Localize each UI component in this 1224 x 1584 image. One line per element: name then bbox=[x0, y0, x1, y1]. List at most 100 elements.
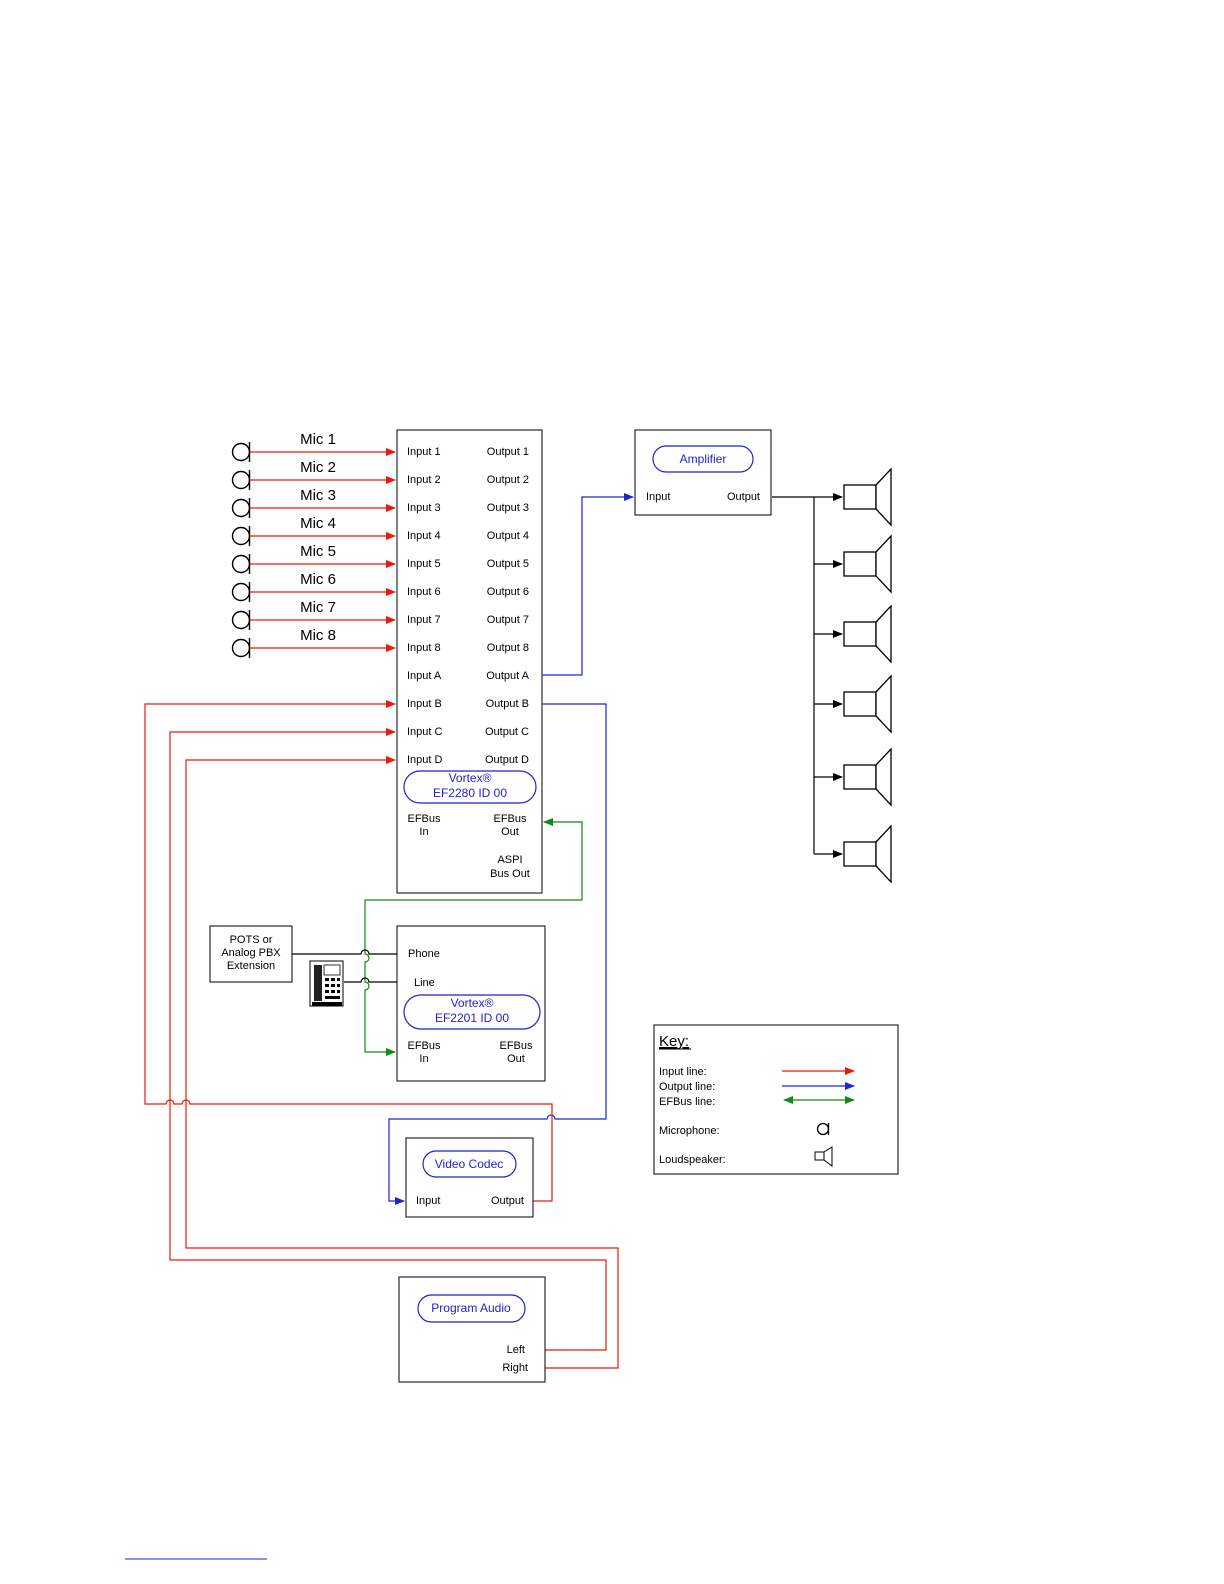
ef2280-input-label: Input 1 bbox=[407, 446, 441, 458]
key-microphone-label: Microphone: bbox=[659, 1125, 720, 1137]
mic-label: Mic 4 bbox=[300, 515, 336, 532]
ef2280-name-line1: Vortex® bbox=[449, 771, 492, 785]
video-codec-name: Video Codec bbox=[435, 1157, 504, 1171]
loudspeaker-icon bbox=[843, 747, 892, 807]
ef2280-input-label: Input 4 bbox=[407, 530, 441, 542]
ef2280-input-label: Input 5 bbox=[407, 558, 441, 570]
video-codec-output-label: Output bbox=[491, 1195, 524, 1207]
mic-label: Mic 3 bbox=[300, 487, 336, 504]
video-codec-output-to-input-b-line bbox=[144, 700, 553, 1202]
key-input-line-label: Input line: bbox=[659, 1066, 707, 1078]
mic-label: Mic 5 bbox=[300, 543, 336, 560]
pots-to-phone-line bbox=[292, 949, 397, 955]
amplifier-input-label: Input bbox=[646, 491, 670, 503]
ef2280-output-label: Output A bbox=[486, 670, 529, 682]
ef2280-efbus-out-label: EFBus bbox=[493, 813, 527, 825]
key-microphone-icon bbox=[816, 1122, 830, 1136]
pots-label-3: Extension bbox=[227, 960, 275, 972]
loudspeaker-icon bbox=[843, 467, 892, 527]
program-audio-name: Program Audio bbox=[431, 1301, 511, 1315]
video-codec-input-label: Input bbox=[416, 1195, 440, 1207]
microphone-icon bbox=[231, 554, 251, 574]
amplifier-name: Amplifier bbox=[680, 452, 727, 466]
mic-label: Mic 6 bbox=[300, 571, 336, 588]
program-left-to-input-c-line bbox=[169, 728, 607, 1351]
pots-label-2: Analog PBX bbox=[221, 947, 281, 959]
ef2280-aspi-label2: Bus Out bbox=[490, 868, 530, 880]
microphone-icon bbox=[231, 638, 251, 658]
ef2201-efbus-in-label2: In bbox=[419, 1053, 428, 1065]
microphone-icon bbox=[231, 526, 251, 546]
ef2280-output-label: Output 4 bbox=[487, 530, 529, 542]
ef2201-efbus-out-label: EFBus bbox=[499, 1040, 533, 1052]
key-efbus-line-label: EFBus line: bbox=[659, 1096, 715, 1108]
ef2201-name-line1: Vortex® bbox=[451, 996, 494, 1010]
microphone-icon bbox=[231, 442, 251, 462]
ef2201-efbus-in-label: EFBus bbox=[407, 1040, 441, 1052]
key-loudspeaker-icon bbox=[814, 1146, 833, 1167]
ef2201-phone-label: Phone bbox=[408, 948, 440, 960]
ef2280-input-label: Input B bbox=[407, 698, 442, 710]
ef2280-name-line2: EF2280 ID 00 bbox=[433, 786, 507, 800]
ef2280-output-label: Output 7 bbox=[487, 614, 529, 626]
program-audio-right-label: Right bbox=[502, 1362, 528, 1374]
program-audio-left-label: Left bbox=[507, 1344, 525, 1356]
ef2280-output-label: Output 3 bbox=[487, 502, 529, 514]
program-right-to-input-d-line bbox=[185, 756, 619, 1369]
ef2201-line-label: Line bbox=[414, 977, 435, 989]
ef2280-output-label: Output 6 bbox=[487, 586, 529, 598]
ef2280-output-label: Output 1 bbox=[487, 446, 529, 458]
telephone-icon bbox=[309, 960, 344, 1007]
loudspeaker-icon bbox=[843, 824, 892, 884]
amplifier-output-label: Output bbox=[727, 491, 760, 503]
ef2280-input-label: Input D bbox=[407, 754, 443, 766]
ef2280-aspi-label: ASPI bbox=[497, 854, 522, 866]
mic-label: Mic 1 bbox=[300, 431, 336, 448]
ef2280-output-label: Output B bbox=[486, 698, 529, 710]
ef2280-input-label: Input 3 bbox=[407, 502, 441, 514]
vortex-ef2201-box: Phone Line Vortex® EF2201 ID 00 EFBus In… bbox=[396, 925, 546, 1082]
key-loudspeaker-label: Loudspeaker: bbox=[659, 1154, 726, 1166]
vortex-ef2280-box: Input 1 Input 2 Input 3 Input 4 Input 5 Input… bbox=[396, 429, 543, 894]
efbus-line bbox=[364, 818, 583, 1056]
microphone-icon bbox=[231, 582, 251, 602]
telephone-to-line-line bbox=[344, 977, 397, 983]
microphone-group: Mic 1 Mic 2 Mic 3 Mic 4 Mic 5 Mic 6 Mic 7 Mic 8 bbox=[231, 431, 396, 658]
ef2280-efbus-in-label: EFBus bbox=[407, 813, 441, 825]
ef2280-input-label: Input 6 bbox=[407, 586, 441, 598]
mic-label: Mic 8 bbox=[300, 627, 336, 644]
ef2280-output-label: Output C bbox=[485, 726, 529, 738]
ef2280-efbus-in-label2: In bbox=[419, 826, 428, 838]
ef2280-efbus-out-label2: Out bbox=[501, 826, 519, 838]
mic-label: Mic 7 bbox=[300, 599, 336, 616]
ef2201-name-line2: EF2201 ID 00 bbox=[435, 1011, 509, 1025]
ef2280-input-label: Input 8 bbox=[407, 642, 441, 654]
ef2280-output-label: Output 5 bbox=[487, 558, 529, 570]
video-codec-box: Video Codec Input Output bbox=[405, 1137, 534, 1218]
key-title: Key: bbox=[659, 1033, 689, 1050]
microphone-icon bbox=[231, 498, 251, 518]
ef2201-efbus-out-label2: Out bbox=[507, 1053, 525, 1065]
microphone-icon bbox=[231, 470, 251, 490]
loudspeaker-icon bbox=[843, 604, 892, 664]
pots-label-1: POTS or bbox=[230, 934, 273, 946]
program-audio-box: Program Audio Left Right bbox=[398, 1276, 546, 1383]
key-legend: Key: Input line: Output line: EFBus line… bbox=[653, 1024, 899, 1175]
ef2280-input-label: Input C bbox=[407, 726, 443, 738]
mic-label: Mic 2 bbox=[300, 459, 336, 476]
ef2280-input-label: Input 7 bbox=[407, 614, 441, 626]
loudspeaker-group bbox=[772, 467, 892, 884]
ef2280-output-label: Output 8 bbox=[487, 642, 529, 654]
ef2280-input-label: Input 2 bbox=[407, 474, 441, 486]
key-output-line-label: Output line: bbox=[659, 1081, 715, 1093]
loudspeaker-icon bbox=[843, 534, 892, 594]
amplifier-box: Amplifier Input Output bbox=[634, 429, 772, 516]
ef2280-output-label: Output 2 bbox=[487, 474, 529, 486]
pots-box: POTS or Analog PBX Extension bbox=[209, 925, 293, 983]
output-a-to-amplifier-line bbox=[542, 493, 634, 676]
microphone-icon bbox=[231, 610, 251, 630]
ef2280-input-label: Input A bbox=[407, 670, 442, 682]
ef2280-output-label: Output D bbox=[485, 754, 529, 766]
output-b-to-video-codec-line bbox=[388, 703, 607, 1205]
